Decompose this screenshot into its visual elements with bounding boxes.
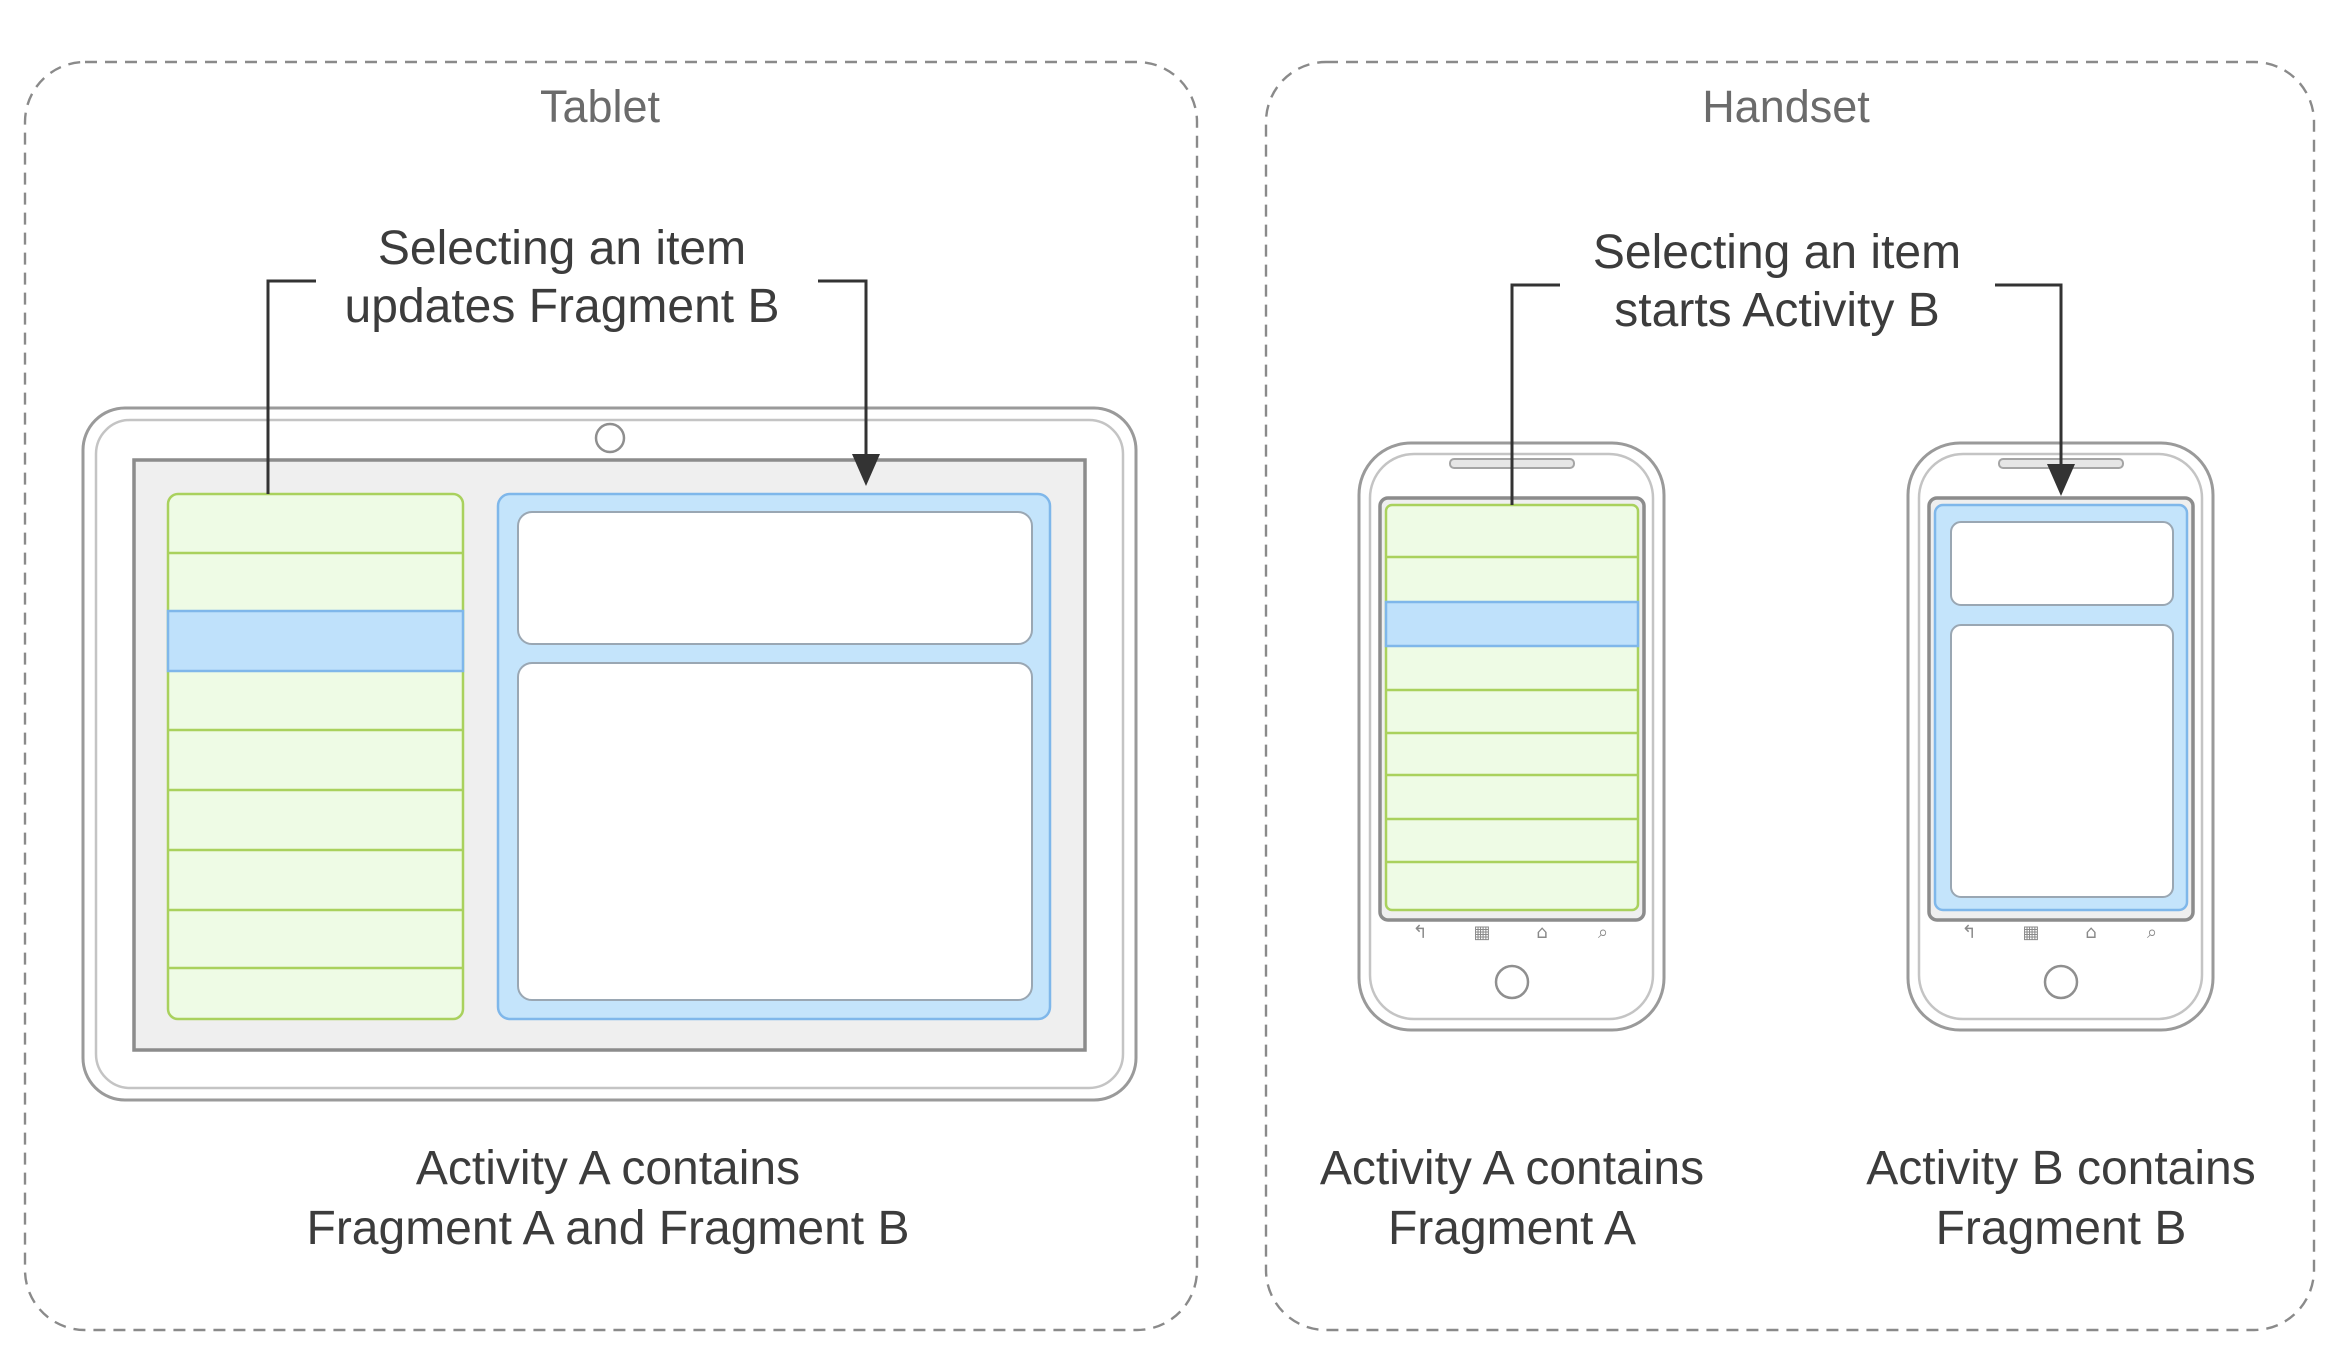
phone-a-selected-list-item[interactable] [1384, 600, 1640, 648]
phone-a-home-button[interactable] [1494, 964, 1530, 1000]
tablet-fragment-b-panel [496, 492, 1052, 1021]
handset-connector-start [1510, 283, 1560, 505]
phone-b-device: ↰ ▦ ⌂ ⌕ [1906, 441, 2215, 1032]
menu-icon[interactable]: ▦ [2022, 922, 2039, 943]
tablet-callout-line-2: updates Fragment B [345, 280, 780, 333]
menu-icon[interactable]: ▦ [1473, 922, 1490, 943]
handset-callout-line-1: Selecting an item [1593, 226, 1961, 279]
tablet-connector-start [266, 279, 316, 494]
handset-arrowhead-icon [2047, 464, 2075, 496]
phone-a-caption-line-1: Activity A contains [1320, 1142, 1704, 1195]
tablet-fragment-a-list [166, 492, 465, 1021]
search-icon[interactable]: ⌕ [2147, 922, 2157, 943]
handset-connector-end [1995, 283, 2063, 466]
tablet-panel-title: Tablet [540, 81, 661, 132]
back-icon[interactable]: ↰ [1412, 922, 1427, 943]
tablet-caption-line-1: Activity A contains [416, 1142, 800, 1195]
handset-callout-line-2: starts Activity B [1614, 284, 1939, 337]
phone-a-device: ↰ ▦ ⌂ ⌕ [1357, 441, 1666, 1032]
handset-panel-title: Handset [1702, 81, 1870, 132]
phone-a-caption-line-2: Fragment A [1388, 1202, 1636, 1255]
handset-panel-border [1264, 60, 2316, 1332]
tablet-detail-header-card [517, 511, 1033, 645]
search-icon[interactable]: ⌕ [1598, 922, 1608, 943]
tablet-panel-border [23, 60, 1199, 1332]
tablet-device [81, 406, 1138, 1102]
tablet-list-background [166, 492, 465, 1021]
tablet-camera-icon [594, 422, 626, 454]
handset-panel: Handset Selecting an item starts Activit… [1264, 60, 2316, 1332]
phone-b-home-button[interactable] [2043, 964, 2079, 1000]
phone-b-caption-line-2: Fragment B [1936, 1202, 2187, 1255]
phone-a-list-background [1384, 503, 1640, 912]
tablet-caption-line-2: Fragment A and Fragment B [307, 1202, 910, 1255]
tablet-callout-line-1: Selecting an item [378, 222, 746, 275]
tablet-connector-end [818, 279, 868, 456]
phone-b-caption-line-1: Activity B contains [1866, 1142, 2255, 1195]
back-icon[interactable]: ↰ [1961, 922, 1976, 943]
tablet-detail-content-card [517, 662, 1033, 1001]
tablet-bezel [94, 418, 1125, 1090]
tablet-panel: Tablet Selecting an item updates Fragmen… [23, 60, 1199, 1332]
phone-b-detail-content-card [1950, 624, 2174, 898]
tablet-arrowhead-icon [852, 454, 880, 486]
home-icon[interactable]: ⌂ [1536, 922, 1547, 943]
home-icon[interactable]: ⌂ [2085, 922, 2096, 943]
tablet-selected-list-item[interactable] [166, 609, 465, 673]
phone-b-detail-header-card [1950, 521, 2174, 606]
